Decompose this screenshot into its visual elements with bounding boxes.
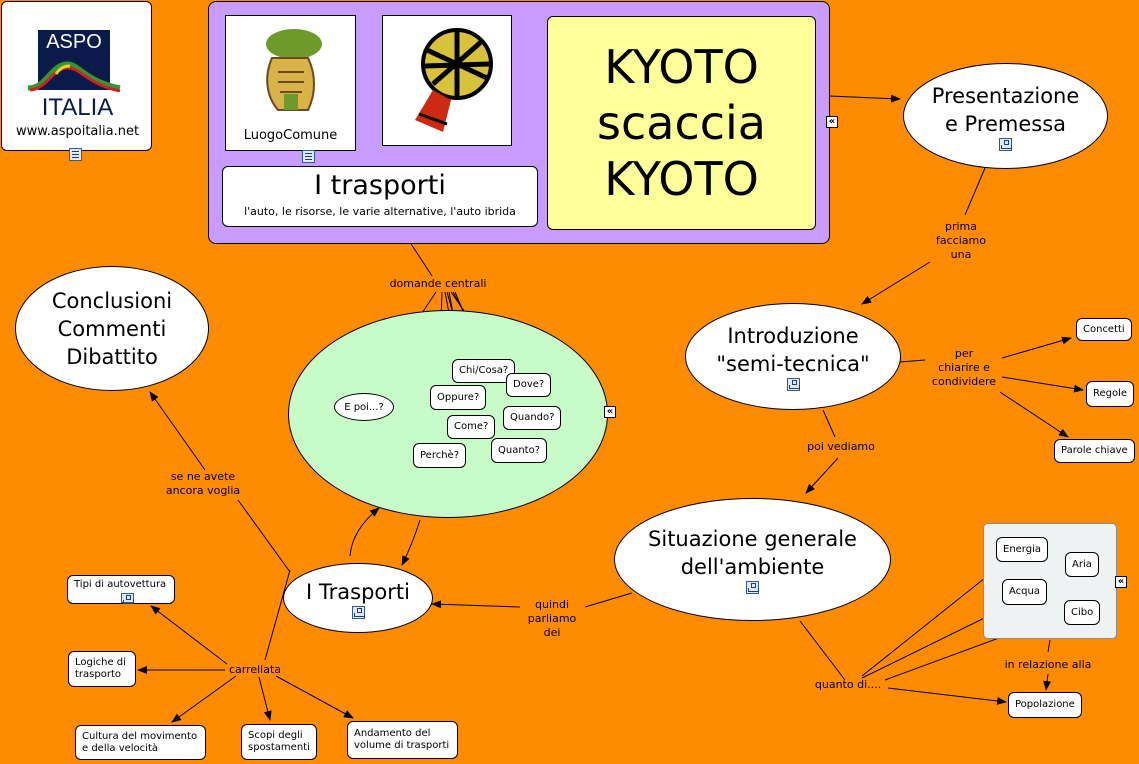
collapse-button[interactable]: « [604,406,616,418]
globe-card[interactable] [382,15,512,146]
question-perche[interactable]: Perchè? [413,443,467,468]
link-quanto-di: quanto di.... [814,678,882,691]
introduzione-node[interactable]: Introduzione "semi-tecnica" [685,303,901,410]
energia-box[interactable]: Energia [996,537,1048,562]
scopi-spostamenti-box[interactable]: Scopi degli spostamenti [241,724,317,760]
submap-icon[interactable] [746,581,759,594]
aria-box[interactable]: Aria [1065,552,1099,577]
submap-icon[interactable] [351,605,365,619]
aspo-logo: ASPO [26,30,122,100]
peak-curve-icon [27,61,121,92]
title-main: I trasporti [314,170,446,201]
question-epoi[interactable]: E poi...? [334,393,394,421]
parole-chiave-box[interactable]: Parole chiave [1054,439,1135,463]
presentazione-line-1: Presentazione [931,83,1080,108]
question-come[interactable]: Come? [447,415,496,439]
trasporti-node[interactable]: I Trasporti [283,563,433,633]
aspo-logo-card[interactable]: ASPO ITALIA www.aspoitalia.net [1,1,152,151]
kyoto-line-1: KYOTO [604,40,759,94]
situazione-line-2: dell'ambiente [680,555,825,579]
andamento-volume-box[interactable]: Andamento del volume di trasporti [347,721,458,759]
luogocomune-label: LuogoComune [243,128,338,143]
question-quando[interactable]: Quando? [503,406,562,430]
conclusioni-line-3: Dibattito [66,344,158,369]
collapse-button[interactable]: « [826,116,838,128]
question-dove[interactable]: Dove? [506,373,552,397]
popolazione-box[interactable]: Popolazione [1008,692,1082,718]
cibo-box[interactable]: Cibo [1064,600,1101,625]
cultura-movimento-box[interactable]: Cultura del movimento e della velocità [75,725,206,760]
question-oppure[interactable]: Oppure? [430,385,487,410]
title-subtitle: l'auto, le risorse, le varie alternative… [244,205,516,218]
conclusioni-line-2: Commenti [57,316,167,341]
aspo-url[interactable]: www.aspoitalia.net [15,124,140,139]
question-chi-cosa[interactable]: Chi/Cosa? [452,359,516,383]
acqua-box[interactable]: Acqua [1002,579,1047,605]
kyoto-card[interactable]: KYOTO scaccia KYOTO [547,16,816,230]
concetti-box[interactable]: Concetti [1076,318,1132,341]
link-poi-vediamo: poi vediamo [807,440,875,453]
logiche-trasporto-box[interactable]: Logiche di trasporto [68,651,136,687]
introduzione-line-2: "semi-tecnica" [716,352,870,376]
luogocomune-logo-icon [266,29,322,111]
submap-icon[interactable] [999,137,1012,151]
trasporti-label: I Trasporti [306,579,410,604]
situazione-node[interactable]: Situazione generale dell'ambiente [614,498,891,621]
conclusioni-node[interactable]: Conclusioni Commenti Dibattito [15,266,209,391]
link-domande-centrali: domande centrali [389,277,487,290]
globe-icon [415,28,493,132]
document-icon[interactable] [69,148,82,161]
aspo-italia-text: ITALIA [41,94,114,121]
introduzione-line-1: Introduzione [727,324,859,348]
regole-box[interactable]: Regole [1086,381,1135,407]
situazione-line-1: Situazione generale [648,527,857,551]
tipi-autovettura-box[interactable]: Tipi di autovettura [67,575,175,604]
presentazione-node[interactable]: Presentazione e Premessa [903,63,1108,169]
document-icon[interactable] [302,150,316,163]
link-in-relazione: in relazione alla [1004,658,1092,671]
question-quanto[interactable]: Quanto? [491,438,548,463]
presentazione-line-2: e Premessa [944,111,1067,136]
link-carrellata: carrellata [228,663,282,676]
kyoto-line-2: scaccia [597,96,766,150]
collapse-button[interactable]: « [1115,576,1127,588]
submap-icon[interactable] [121,593,134,604]
conclusioni-line-1: Conclusioni [51,288,173,313]
kyoto-line-3: KYOTO [604,152,759,206]
submap-icon[interactable] [786,378,800,391]
aspo-logo-text: ASPO [46,31,102,53]
luogocomune-card[interactable]: LuogoComune [225,15,356,151]
title-card[interactable]: I trasporti l'auto, le risorse, le varie… [222,166,538,227]
